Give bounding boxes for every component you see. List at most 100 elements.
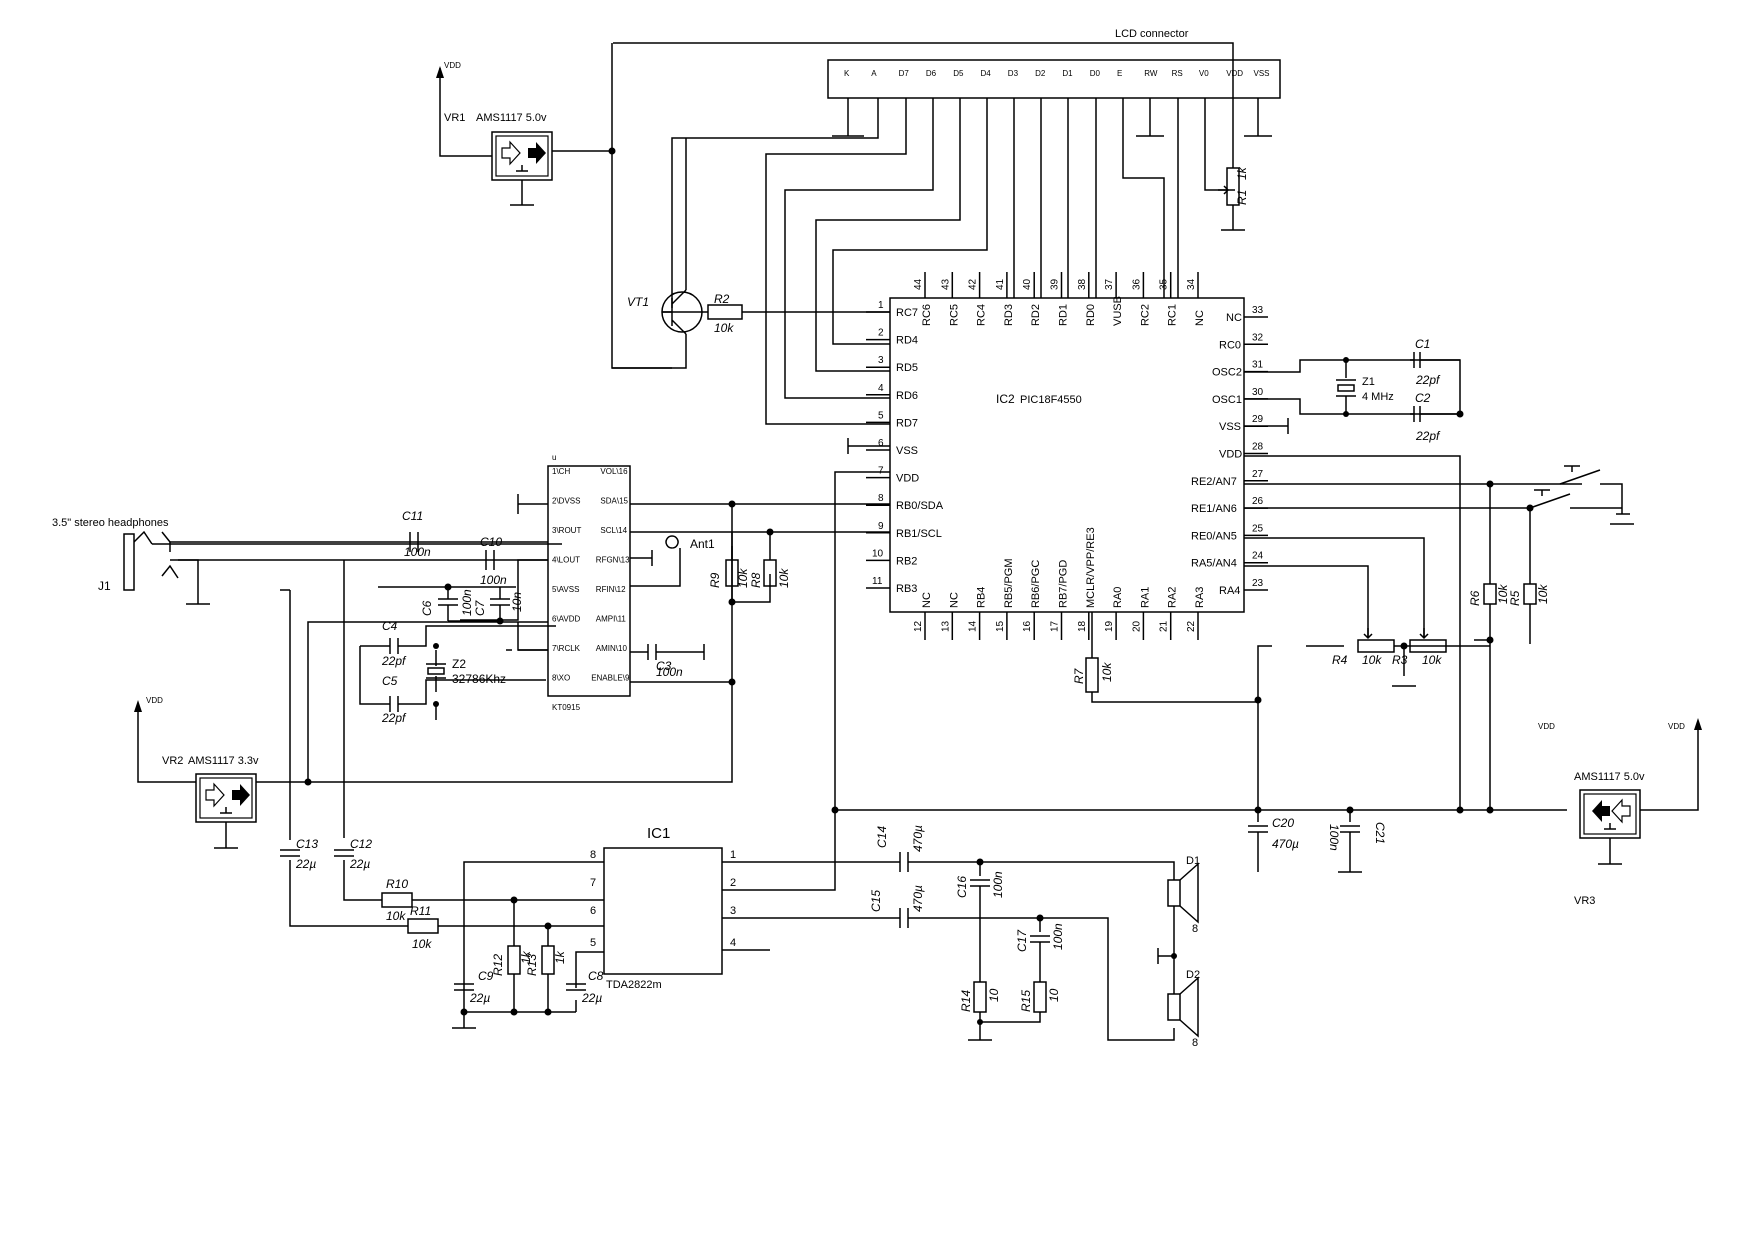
c3-ref: C3 <box>656 659 672 673</box>
kt-pin-label: 8\XO <box>552 674 570 683</box>
ic1-wiring <box>463 810 900 1013</box>
ic2-pin-name: NC <box>948 592 960 608</box>
kt-pin-label: AMIN\10 <box>596 644 628 653</box>
lcd-pin-label: V0 <box>1199 69 1209 78</box>
resistor-r2: R2 10k <box>662 292 890 335</box>
ic2-pin-name: RD3 <box>1003 304 1015 326</box>
ic2-pin-name: RD5 <box>896 362 918 374</box>
capacitor-c3: C3 100n <box>647 644 683 679</box>
d2-value: 8 <box>1192 1037 1198 1049</box>
r1-value: 1k <box>1235 166 1249 180</box>
c17-value: 100n <box>1051 923 1065 950</box>
r5-ref: R5 <box>1508 590 1522 606</box>
c1-value: 22pf <box>1415 373 1441 387</box>
ic2-pin-number: 6 <box>878 438 884 449</box>
kt-pin-label: 6\AVDD <box>552 615 581 624</box>
ic1-pin-number: 8 <box>590 849 596 861</box>
ic2-pin-name: NC <box>1194 310 1206 326</box>
regulator-vr1: VDD VR1 AMS1117 5.0v <box>436 61 612 206</box>
zobel-wiring <box>968 862 1050 1041</box>
pot-r3: R3 10k <box>1392 628 1447 667</box>
ic2-pin-number: 39 <box>1050 278 1061 290</box>
ic2-pin-name: VDD <box>896 473 919 485</box>
r11-ref: R11 <box>410 904 431 918</box>
ic2-pin-number: 10 <box>872 548 884 559</box>
capacitor-c10: C10 100n <box>480 535 507 587</box>
lcd-pin-label: D0 <box>1090 69 1101 78</box>
r5-value: 10k <box>1536 584 1550 604</box>
d2-ref: D2 <box>1186 969 1200 981</box>
ic2-pin-number: 33 <box>1252 305 1264 316</box>
r11-value: 10k <box>412 937 432 951</box>
c10-value: 100n <box>480 573 507 587</box>
capacitor-c2: C2 22pf <box>1413 391 1441 443</box>
vdd-label-3a: VDD <box>1538 722 1555 731</box>
c10-ref: C10 <box>480 535 502 549</box>
kt-pin-label: AMPI\11 <box>596 615 627 624</box>
capacitor-c8: C8 22µ <box>566 969 604 1005</box>
ic2-pin-number: 14 <box>968 620 979 632</box>
crystal-z1: Z1 4 MHz <box>1336 376 1394 403</box>
c1-ref: C1 <box>1415 337 1430 351</box>
r15-value: 10 <box>1047 988 1061 1002</box>
resistor-r6: R6 10k <box>1468 583 1510 606</box>
capacitor-c6: C6 100n <box>420 589 474 616</box>
c9-ref: C9 <box>478 969 494 983</box>
ic2-pin-number: 17 <box>1050 620 1061 632</box>
ic2-pin-name: RB1/SCL <box>896 528 942 540</box>
ic2-wiring <box>658 359 1699 811</box>
vr3-ref: VR3 <box>1574 895 1595 907</box>
ic2-pin-name: RE1/AN6 <box>1191 503 1237 515</box>
c11-value: 100n <box>404 545 431 559</box>
ic2-pin-number: 16 <box>1022 620 1033 632</box>
c21-ref: C21 <box>1373 822 1387 844</box>
ic2-pin-number: 27 <box>1252 469 1264 480</box>
r2-value: 10k <box>714 321 734 335</box>
c6-c7-wiring <box>438 587 510 622</box>
resistor-r1: R1 1k <box>1218 166 1249 206</box>
ic2-pin-name: RB6/PGC <box>1030 560 1042 608</box>
ic2-pin-number: 30 <box>1252 387 1264 398</box>
c6-ref: C6 <box>420 600 434 616</box>
ic2-pin-name: RC5 <box>948 304 960 326</box>
r9-value: 10k <box>736 568 750 588</box>
kt-u-label: u <box>552 453 556 462</box>
kt-pins: 1\CH2\DVSS3\ROUT4\LOUT5\AVSS6\AVDD7\RCLK… <box>552 467 630 683</box>
kt-pin-label: 3\ROUT <box>552 526 581 535</box>
ic1-pin-number: 1 <box>730 849 736 861</box>
r8-value: 10k <box>777 568 791 588</box>
r4-value: 10k <box>1362 653 1382 667</box>
vr2-part: AMS1117 3.3v <box>188 755 259 767</box>
c5-value: 22pf <box>381 711 407 725</box>
ic2-pin-name: RD2 <box>1030 304 1042 326</box>
c4-value: 22pf <box>381 654 407 668</box>
ic2-pin-name: RA3 <box>1194 587 1206 608</box>
ic2-pin-number: 9 <box>878 521 884 532</box>
transistor-vt1: VT1 <box>612 138 703 369</box>
ic2-pin-number: 12 <box>913 620 924 632</box>
ic2-pin-number: 15 <box>995 620 1006 632</box>
ic2-pin-number: 11 <box>872 576 883 587</box>
r3-ref: R3 <box>1392 653 1408 667</box>
vr3-part: AMS1117 5.0v <box>1574 771 1645 783</box>
kt-pin-label: SCL\14 <box>600 526 627 535</box>
lcd-pin-label: RW <box>1144 69 1158 78</box>
r7-value: 10k <box>1100 662 1114 682</box>
c16-ref: C16 <box>955 876 969 898</box>
ic2-pin-number: 28 <box>1252 442 1264 453</box>
capacitor-c11: C11 100n <box>402 509 431 559</box>
resistor-r8: R8 10k <box>749 559 791 588</box>
speaker-d1: D1 8 <box>1167 855 1200 935</box>
vdd-label-3b: VDD <box>1668 722 1685 731</box>
r2-ref: R2 <box>714 292 730 306</box>
resistor-r11: R11 10k <box>407 904 604 951</box>
ic2-pin-number: 4 <box>878 383 884 394</box>
r1-ref: R1 <box>1235 190 1249 205</box>
r10-value: 10k <box>386 909 406 923</box>
c12-ref: C12 <box>350 837 372 851</box>
ic2-pin-name: RB3 <box>896 583 917 595</box>
ic2-pin-name: RD1 <box>1058 304 1070 326</box>
kt-pin-label: 2\DVSS <box>552 497 580 506</box>
